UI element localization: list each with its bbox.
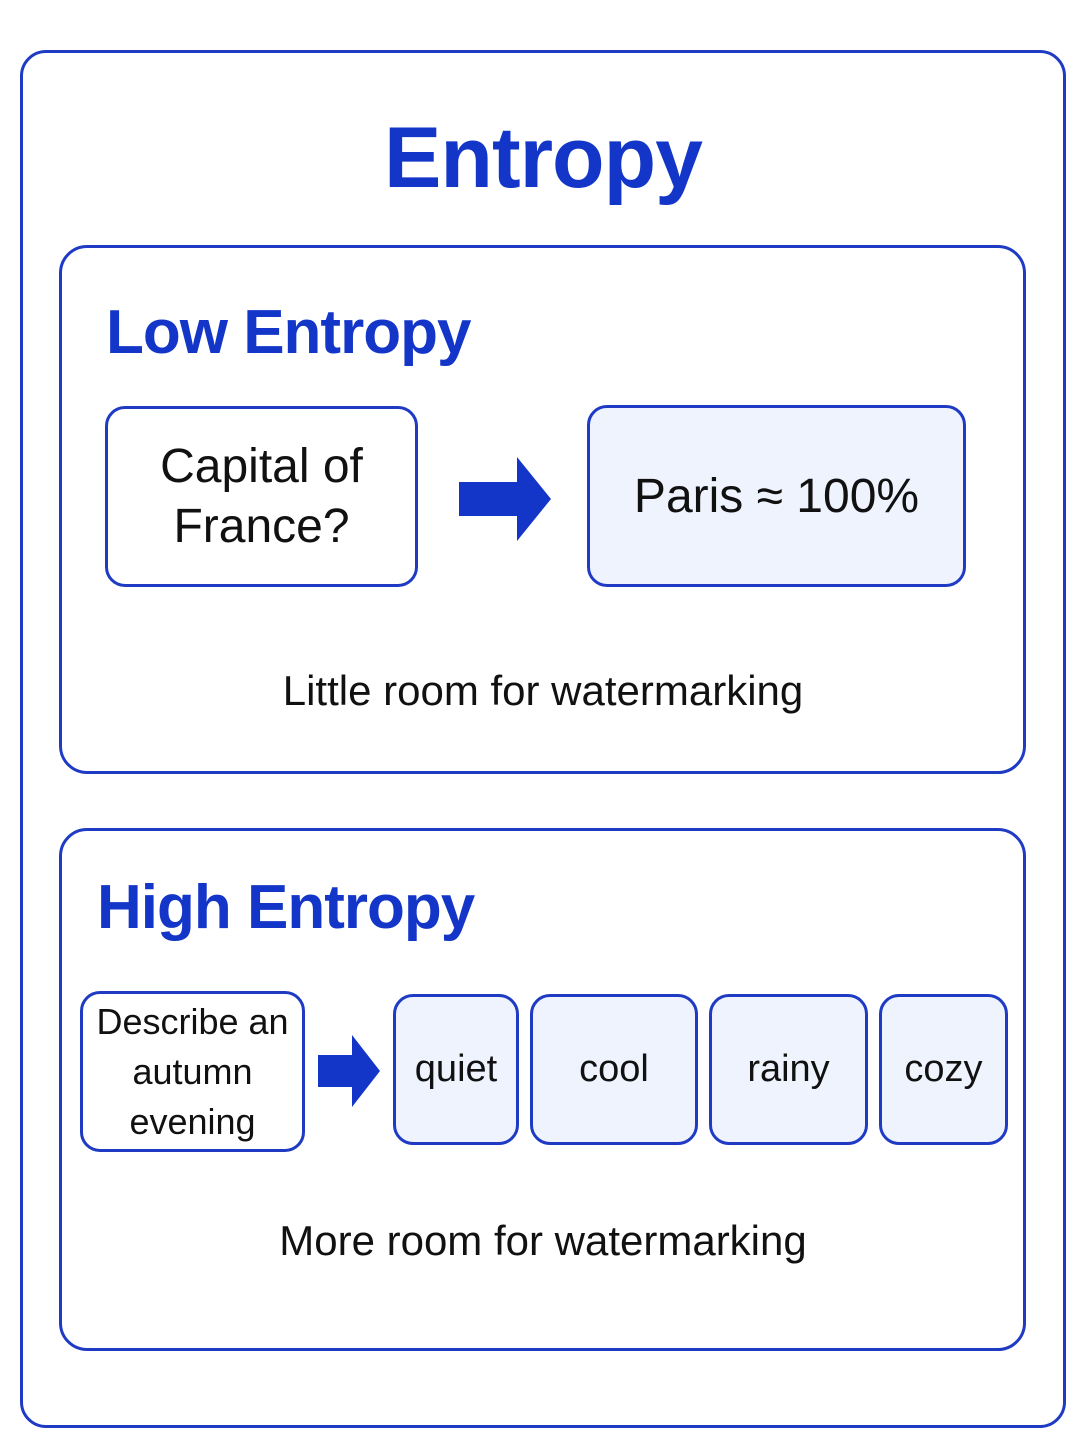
low-entropy-output-box: Paris ≈ 100%: [587, 405, 966, 587]
low-entropy-caption: Little room for watermarking: [282, 667, 804, 714]
low-prompt-line-2: France?: [173, 499, 350, 553]
diagram-title: Entropy: [384, 110, 703, 206]
high-option-cozy: cozy: [879, 994, 1008, 1145]
option-label: cool: [579, 1048, 649, 1090]
high-prompt-line-1: Describe an: [96, 1000, 289, 1042]
low-prompt-line-1: Capital of: [160, 439, 363, 493]
right-arrow-icon: [459, 457, 551, 541]
high-prompt-line-2: autumn evening: [129, 1050, 256, 1142]
option-label: cozy: [904, 1048, 983, 1090]
option-label: quiet: [414, 1048, 498, 1090]
right-arrow-icon: [318, 1035, 380, 1107]
option-label: rainy: [747, 1048, 830, 1090]
high-option-cool: cool: [530, 994, 698, 1145]
high-entropy-caption: More room for watermarking: [279, 1217, 807, 1264]
high-entropy-prompt-box: Describe an autumn evening: [80, 991, 305, 1152]
low-entropy-prompt-box: Capital of France?: [105, 406, 418, 587]
high-entropy-heading: High Entropy: [97, 873, 475, 942]
high-option-rainy: rainy: [709, 994, 868, 1145]
high-option-quiet: quiet: [393, 994, 519, 1145]
low-entropy-heading: Low Entropy: [106, 298, 471, 367]
low-output-text: Paris ≈ 100%: [633, 469, 920, 523]
